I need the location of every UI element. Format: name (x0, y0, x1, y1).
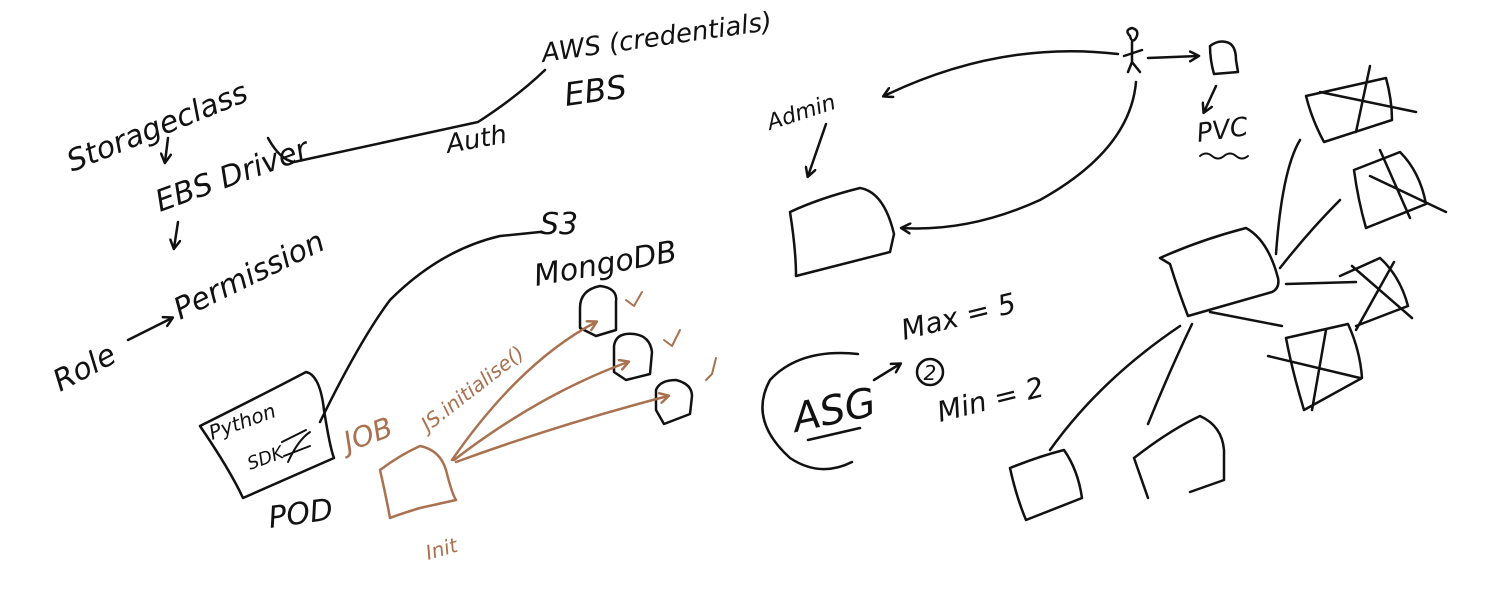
root-node-box (1158, 226, 1280, 318)
mongodb-label: MongoDB (531, 234, 679, 294)
tree-branch-mid (1146, 322, 1194, 426)
auth-label: Auth (442, 120, 509, 160)
max-label: Max = 5 (898, 286, 1019, 346)
init-label: Init (423, 533, 461, 565)
ebs-label: EBS (562, 68, 629, 114)
circled-two-label: 2 (924, 361, 937, 385)
shard-check-1 (625, 291, 643, 307)
asg-underline (806, 426, 862, 442)
arrow-user-to-admin (884, 49, 1120, 96)
mongodb-shard-1 (578, 284, 618, 338)
arrow-role-to-permission (126, 318, 172, 342)
shard-check-2 (663, 329, 681, 347)
driver-to-aws-line (266, 68, 547, 164)
tree-branch-up-1 (1274, 138, 1302, 256)
pod-label: POD (266, 492, 335, 536)
circled-two-ring (915, 357, 945, 387)
arrow-user-to-claim (1146, 56, 1198, 58)
ebs-driver-label: EBS Driver (151, 131, 315, 219)
pvc-squiggle (1199, 152, 1249, 160)
arrow-init-to-db-2 (452, 362, 628, 462)
asg-circle (761, 351, 860, 471)
crossed-node-2 (1352, 148, 1448, 230)
crossed-node-1 (1304, 64, 1418, 144)
pod-box (198, 370, 336, 500)
arrow-init-to-db-1 (450, 322, 596, 462)
arrow-asg-to-max (872, 364, 900, 382)
jsinitialise-label: JS.initialise() (413, 341, 529, 439)
shard-check-3 (705, 357, 717, 381)
crossed-node-4 (1266, 322, 1364, 412)
sdk-label: SDK (245, 442, 288, 475)
tree-branch-right (1284, 280, 1358, 286)
s3-label: S3 (540, 207, 578, 242)
mongodb-shard-3 (654, 378, 694, 426)
crossed-node-3 (1338, 256, 1414, 332)
sdk-scribble (281, 429, 311, 463)
tree-branch-left (1048, 324, 1182, 452)
arrow-user-to-node (902, 80, 1138, 228)
mongodb-shard-2 (612, 332, 654, 382)
arrow-storageclass-to-driver (165, 136, 168, 162)
init-container-box (378, 444, 458, 520)
admin-label: Admin (762, 90, 839, 136)
arrow-claim-to-pvc (1204, 84, 1218, 112)
arrow-driver-to-role (174, 220, 178, 248)
aws-label: AWS (credentials) (538, 7, 774, 69)
job-label: JOB (334, 411, 397, 461)
arrow-init-to-db-3 (454, 396, 668, 464)
role-label: Role (47, 337, 122, 399)
tree-branch-up-2 (1278, 198, 1342, 270)
arrow-admin-to-node (808, 122, 828, 176)
permission-label: Permission (168, 224, 330, 327)
asg-label: ASG (786, 379, 880, 442)
pod-to-s3-line (318, 230, 542, 424)
root-node-extra (1208, 310, 1284, 328)
user-figure (1122, 26, 1144, 74)
admin-node-box (788, 186, 896, 278)
pvc-label: PVC (1195, 112, 1251, 149)
child-node-2 (1132, 414, 1226, 500)
child-node-1 (1008, 448, 1084, 522)
claim-box (1208, 40, 1240, 76)
min-label: Min = 2 (934, 370, 1048, 428)
